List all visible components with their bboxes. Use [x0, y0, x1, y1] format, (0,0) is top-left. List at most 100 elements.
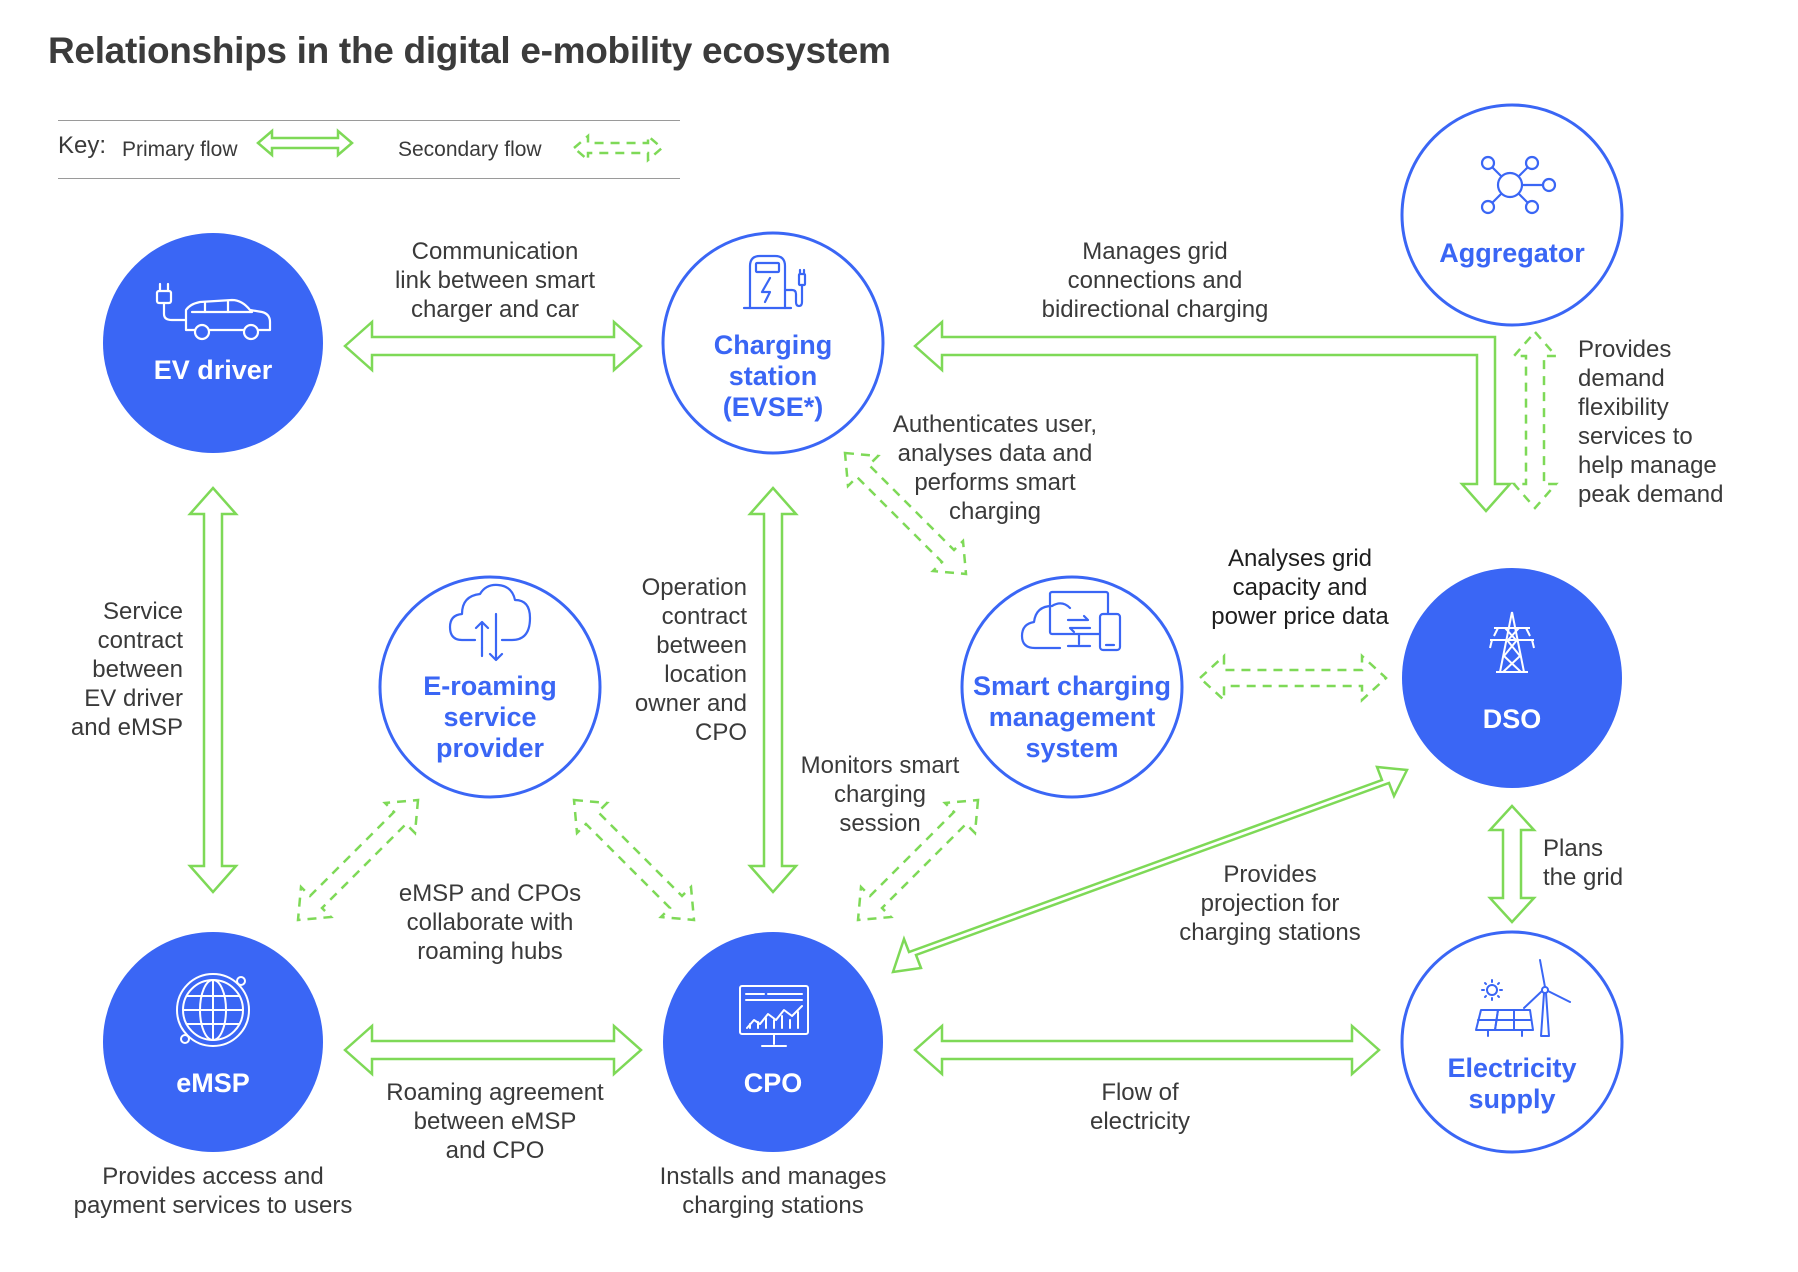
- flow-label-line: charger and car: [410, 296, 580, 323]
- flow-label-ev-charging: Communication link between smart charger…: [370, 237, 620, 324]
- arrow-smart-dso: [1198, 653, 1388, 703]
- arrow-dso-charging: [913, 319, 1513, 513]
- cloud-transfer-icon: [448, 583, 532, 662]
- flow-label-line: connections and: [1067, 267, 1243, 294]
- flow-label-line: Flow of: [1101, 1079, 1179, 1106]
- flow-label-line: Monitors smart: [800, 752, 960, 779]
- smart-charging-circle: [960, 575, 1184, 799]
- key-primary-label: Primary flow: [122, 138, 238, 161]
- arrow-charging-smart: [843, 451, 968, 576]
- flow-label-line: contract: [661, 603, 747, 630]
- flow-label-line: charging: [948, 498, 1042, 525]
- emsp-name: eMSP: [176, 1068, 250, 1098]
- charging-station-circle: [661, 231, 885, 455]
- charging-station-name-line: (EVSE*): [722, 392, 824, 422]
- emsp-caption: Provides access and payment services to …: [43, 1162, 383, 1220]
- eroaming-name-line: service: [443, 702, 537, 732]
- flow-label-line: peak demand: [1578, 481, 1724, 508]
- flow-label-line: Analyses grid: [1227, 545, 1373, 572]
- eroaming-name: E-roaming service provider: [390, 671, 590, 764]
- solar-wind-icon: [1475, 959, 1571, 1037]
- arrow-smart-cpo: [856, 798, 980, 922]
- flow-label-line: help manage: [1578, 452, 1717, 479]
- smart-charging-name-line: system: [1025, 733, 1119, 763]
- flow-label-roaming-hubs: eMSP and CPOs collaborate with roaming h…: [380, 879, 600, 966]
- emsp-caption-line: payment services to users: [73, 1192, 353, 1219]
- eroaming-name-line: provider: [435, 733, 545, 763]
- arrow-eroaming-emsp: [296, 798, 420, 922]
- electricity-name: Electricity supply: [1412, 1053, 1612, 1115]
- flow-label-line: Provides: [1578, 336, 1672, 363]
- monitor-chart-icon: [739, 985, 809, 1047]
- flow-label-line: power price data: [1211, 603, 1389, 630]
- dso-name: DSO: [1482, 704, 1542, 734]
- flow-label-line: between: [656, 632, 747, 659]
- flow-label-dso-electricity: Plans the grid: [1543, 834, 1623, 892]
- cpo-caption-line: charging stations: [682, 1192, 864, 1219]
- network-nodes-icon: [1480, 155, 1557, 215]
- charging-station-name-line: station: [728, 361, 818, 391]
- flow-label-line: link between smart: [394, 267, 596, 294]
- flow-label-line: location: [664, 661, 747, 688]
- flow-label-line: between: [92, 656, 183, 683]
- key-secondary-arrow: [572, 133, 664, 163]
- flow-label-emsp-cpo: Roaming agreement between eMSP and CPO: [365, 1078, 625, 1165]
- flow-label-line: charging stations: [1179, 919, 1361, 946]
- smart-charging-name: Smart charging management system: [962, 671, 1182, 764]
- transmission-tower-icon: [1489, 611, 1535, 673]
- aggregator-circle: [1400, 103, 1624, 327]
- dso-circle: [1402, 568, 1622, 788]
- flow-label-line: Communication: [411, 238, 579, 265]
- arrow-dso-electricity: [1487, 804, 1537, 924]
- flow-label-cpo-electricity: Flow of electricity: [1040, 1078, 1240, 1136]
- flow-label-line: Provides: [1223, 861, 1317, 888]
- flow-label-dso-charging: Manages grid connections and bidirection…: [1010, 237, 1300, 324]
- eroaming-name-line: E-roaming: [423, 671, 557, 701]
- flow-label-line: CPO: [694, 719, 747, 746]
- flow-label-line: electricity: [1089, 1108, 1191, 1135]
- cpo-caption-line: Installs and manages: [659, 1163, 887, 1190]
- plug-car-icon: [155, 282, 272, 341]
- flow-label-charging-smart: Authenticates user, analyses data and pe…: [870, 410, 1120, 526]
- arrow-aggregator-dso: [1511, 330, 1559, 510]
- flow-label-line: demand: [1578, 365, 1665, 392]
- aggregator-name: Aggregator: [1439, 238, 1585, 268]
- flow-label-line: Operation: [641, 574, 747, 601]
- flow-label-line: analyses data and: [897, 440, 1093, 467]
- ev-driver-name: EV driver: [153, 355, 273, 385]
- arrow-eroaming-cpo: [572, 798, 696, 922]
- flow-label-line: bidirectional charging: [1041, 296, 1269, 323]
- flow-label-line: projection for: [1200, 890, 1340, 917]
- emsp-circle: [103, 932, 323, 1152]
- flow-label-line: Manages grid: [1082, 238, 1228, 265]
- flow-label-ev-emsp: Service contract between EV driver and e…: [50, 597, 183, 742]
- smart-charging-name-line: Smart charging: [972, 671, 1172, 701]
- flow-label-line: flexibility: [1578, 394, 1669, 421]
- arrow-emsp-cpo: [343, 1023, 643, 1077]
- key-secondary-label: Secondary flow: [398, 138, 542, 161]
- flow-label-smart-dso: Analyses grid capacity and power price d…: [1180, 544, 1420, 631]
- flow-label-smart-cpo: Monitors smart charging session: [780, 751, 980, 838]
- flow-label-line: session: [839, 810, 921, 837]
- flow-label-aggregator-dso: Provides demand flexibility services to …: [1578, 335, 1723, 509]
- cpo-name: CPO: [743, 1068, 803, 1098]
- flow-label-line: collaborate with: [406, 909, 574, 936]
- eroaming-circle: [378, 575, 602, 799]
- flow-label-line: between eMSP: [413, 1108, 577, 1135]
- flow-label-line: services to: [1578, 423, 1693, 450]
- smart-charging-name-line: management: [988, 702, 1156, 732]
- flow-label-line: eMSP and CPOs: [398, 880, 582, 907]
- arrow-ev-emsp: [187, 486, 239, 894]
- flow-label-line: EV driver: [84, 685, 183, 712]
- flow-label-line: contract: [97, 627, 183, 654]
- arrow-charging-cpo: [747, 486, 799, 894]
- flow-label-line: and eMSP: [70, 714, 183, 741]
- flow-label-line: owner and: [634, 690, 747, 717]
- flow-label-line: performs smart: [914, 469, 1076, 496]
- page-title: Relationships in the digital e-mobility …: [48, 30, 891, 71]
- flow-label-line: Roaming agreement: [386, 1079, 604, 1106]
- flow-label-line: Service: [102, 598, 183, 625]
- key-primary-arrow: [256, 128, 354, 158]
